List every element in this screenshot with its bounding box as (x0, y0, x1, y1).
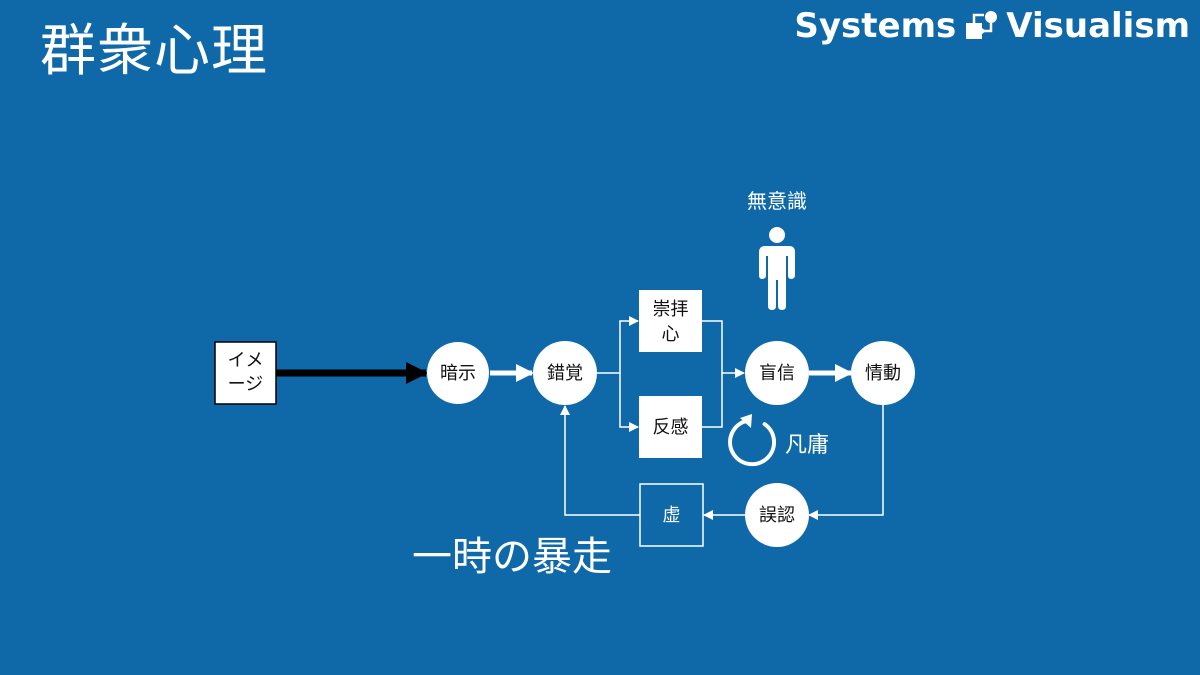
node-sakkaku-label: 錯覚 (547, 363, 583, 384)
arrow-kyo-to-sakkaku (560, 405, 640, 516)
muishiki-label: 無意識 (747, 189, 807, 213)
brand-logo: Systems Visualism (794, 6, 1190, 46)
image-box-line1: イメ (228, 350, 264, 371)
node-moushin (745, 341, 809, 405)
slide-title: 群衆心理 (40, 19, 268, 84)
node-joudou (851, 341, 915, 405)
node-anji (427, 342, 489, 404)
logo-text-right: Visualism (1006, 6, 1190, 46)
line-hankan-join (702, 373, 723, 428)
node-gonin (745, 483, 809, 547)
arrow-sakkaku-to-hankan (619, 373, 639, 432)
box-hankan (639, 396, 702, 458)
box-kyo-label: 虚 (663, 505, 681, 526)
image-box-line2: ージ (228, 374, 264, 395)
bousou-label: 一時の暴走 (412, 534, 612, 580)
node-anji-label: 暗示 (440, 363, 476, 384)
bonyou-label: 凡庸 (785, 433, 829, 458)
box-suuhai-line2: 心 (662, 324, 680, 345)
box-hankan-label: 反感 (653, 417, 689, 438)
image-box (214, 341, 277, 405)
logo-mark-icon (966, 11, 998, 39)
node-joudou-label: 情動 (865, 363, 901, 384)
node-sakkaku (533, 341, 597, 405)
box-kyo (639, 483, 704, 547)
person-icon (759, 227, 795, 310)
box-suuhai-line1: 崇拝 (653, 299, 689, 320)
arrow-sakkaku-to-suuhai (597, 316, 639, 374)
arrow-suuhai-to-moushin (702, 320, 745, 378)
cycle-arrow-icon (728, 414, 776, 467)
arrow-joudou-to-gonin (808, 405, 884, 520)
node-gonin-label: 誤認 (759, 505, 795, 526)
node-moushin-label: 盲信 (759, 363, 795, 384)
logo-text-left: Systems (794, 6, 957, 46)
box-suuhai (639, 290, 702, 352)
